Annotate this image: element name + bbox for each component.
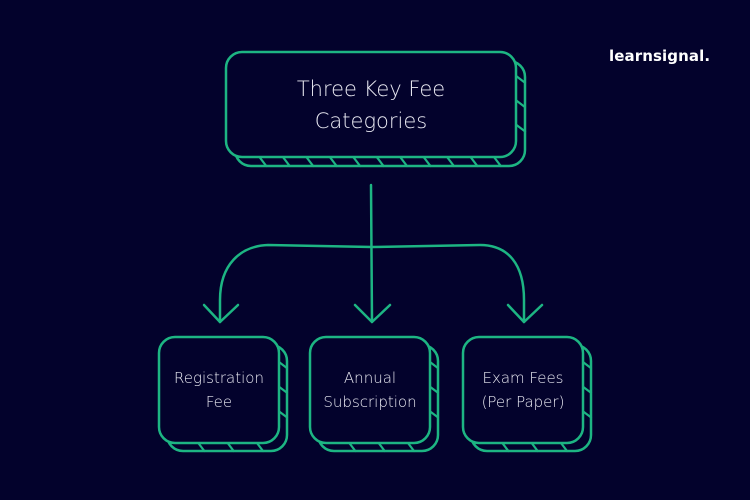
branch-line [218,243,526,324]
child-node-line-1: Registration [174,369,264,387]
root-node-line-1: Three Key Fee [296,76,446,101]
box-front-face [461,335,585,445]
arrowhead-center-icon [353,303,392,324]
brand-logo: learnsignal. [609,47,711,65]
trunk-line [369,183,374,324]
child-node-label-subscription: Annual Subscription [310,337,430,443]
child-node-box-registration [157,335,289,453]
root-node-label: Three Key Fee Categories [226,52,516,157]
child-node-line-1: Annual [343,369,397,387]
arrowhead-left-icon [202,303,240,324]
child-node-line-2: Subscription [323,393,417,411]
child-node-label-exam-fees: Exam Fees (Per Paper) [463,337,583,443]
root-node-box [224,50,527,168]
box-front-face [308,335,432,445]
box-front-face [157,335,281,445]
child-node-box-exam-fees [461,335,593,453]
box-front-face [224,50,518,159]
arrowhead-right-icon [506,303,544,324]
child-node-line-2: Fee [205,393,233,411]
child-node-line-2: (Per Paper) [481,393,565,411]
child-node-label-registration: Registration Fee [159,337,279,443]
root-node-line-2: Categories [314,108,428,133]
child-node-box-subscription [308,335,440,453]
child-node-line-1: Exam Fees [482,369,564,387]
connector-arrows [202,183,544,324]
